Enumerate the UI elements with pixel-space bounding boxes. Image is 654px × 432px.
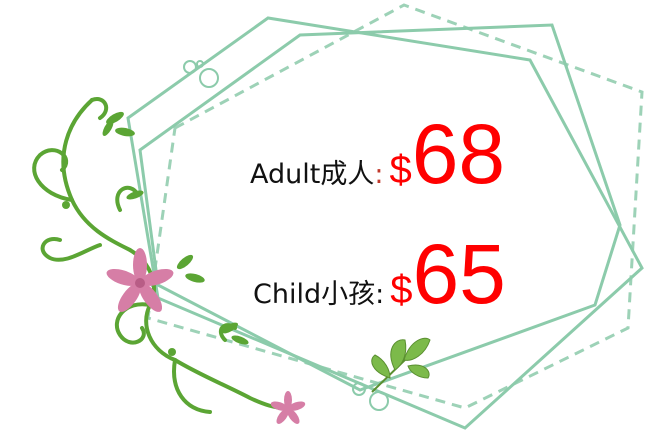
adult-price-line: Adult成人 : $ 68: [250, 112, 505, 196]
adult-label: Adult成人: [250, 159, 375, 190]
pink-flower-small: [270, 391, 306, 424]
ring-ornament-bottom: [352, 382, 389, 411]
solid-hexagon-frame-b: [138, 23, 622, 392]
child-price-line: Child小孩 : $ 65: [253, 232, 506, 316]
pink-flower-large: [106, 248, 174, 312]
adult-price-amount: 68: [411, 107, 506, 201]
leaf-sprig: [371, 337, 431, 393]
child-currency: $: [390, 268, 413, 312]
child-colon: :: [375, 279, 385, 310]
vine-leaves: [62, 111, 249, 356]
vine-decoration-left: [32, 97, 287, 414]
child-label: Child小孩: [253, 279, 376, 310]
child-price-amount: 65: [412, 227, 506, 321]
ring-ornament-top: [183, 60, 219, 88]
adult-colon: :: [374, 159, 384, 190]
adult-currency: $: [389, 148, 412, 192]
